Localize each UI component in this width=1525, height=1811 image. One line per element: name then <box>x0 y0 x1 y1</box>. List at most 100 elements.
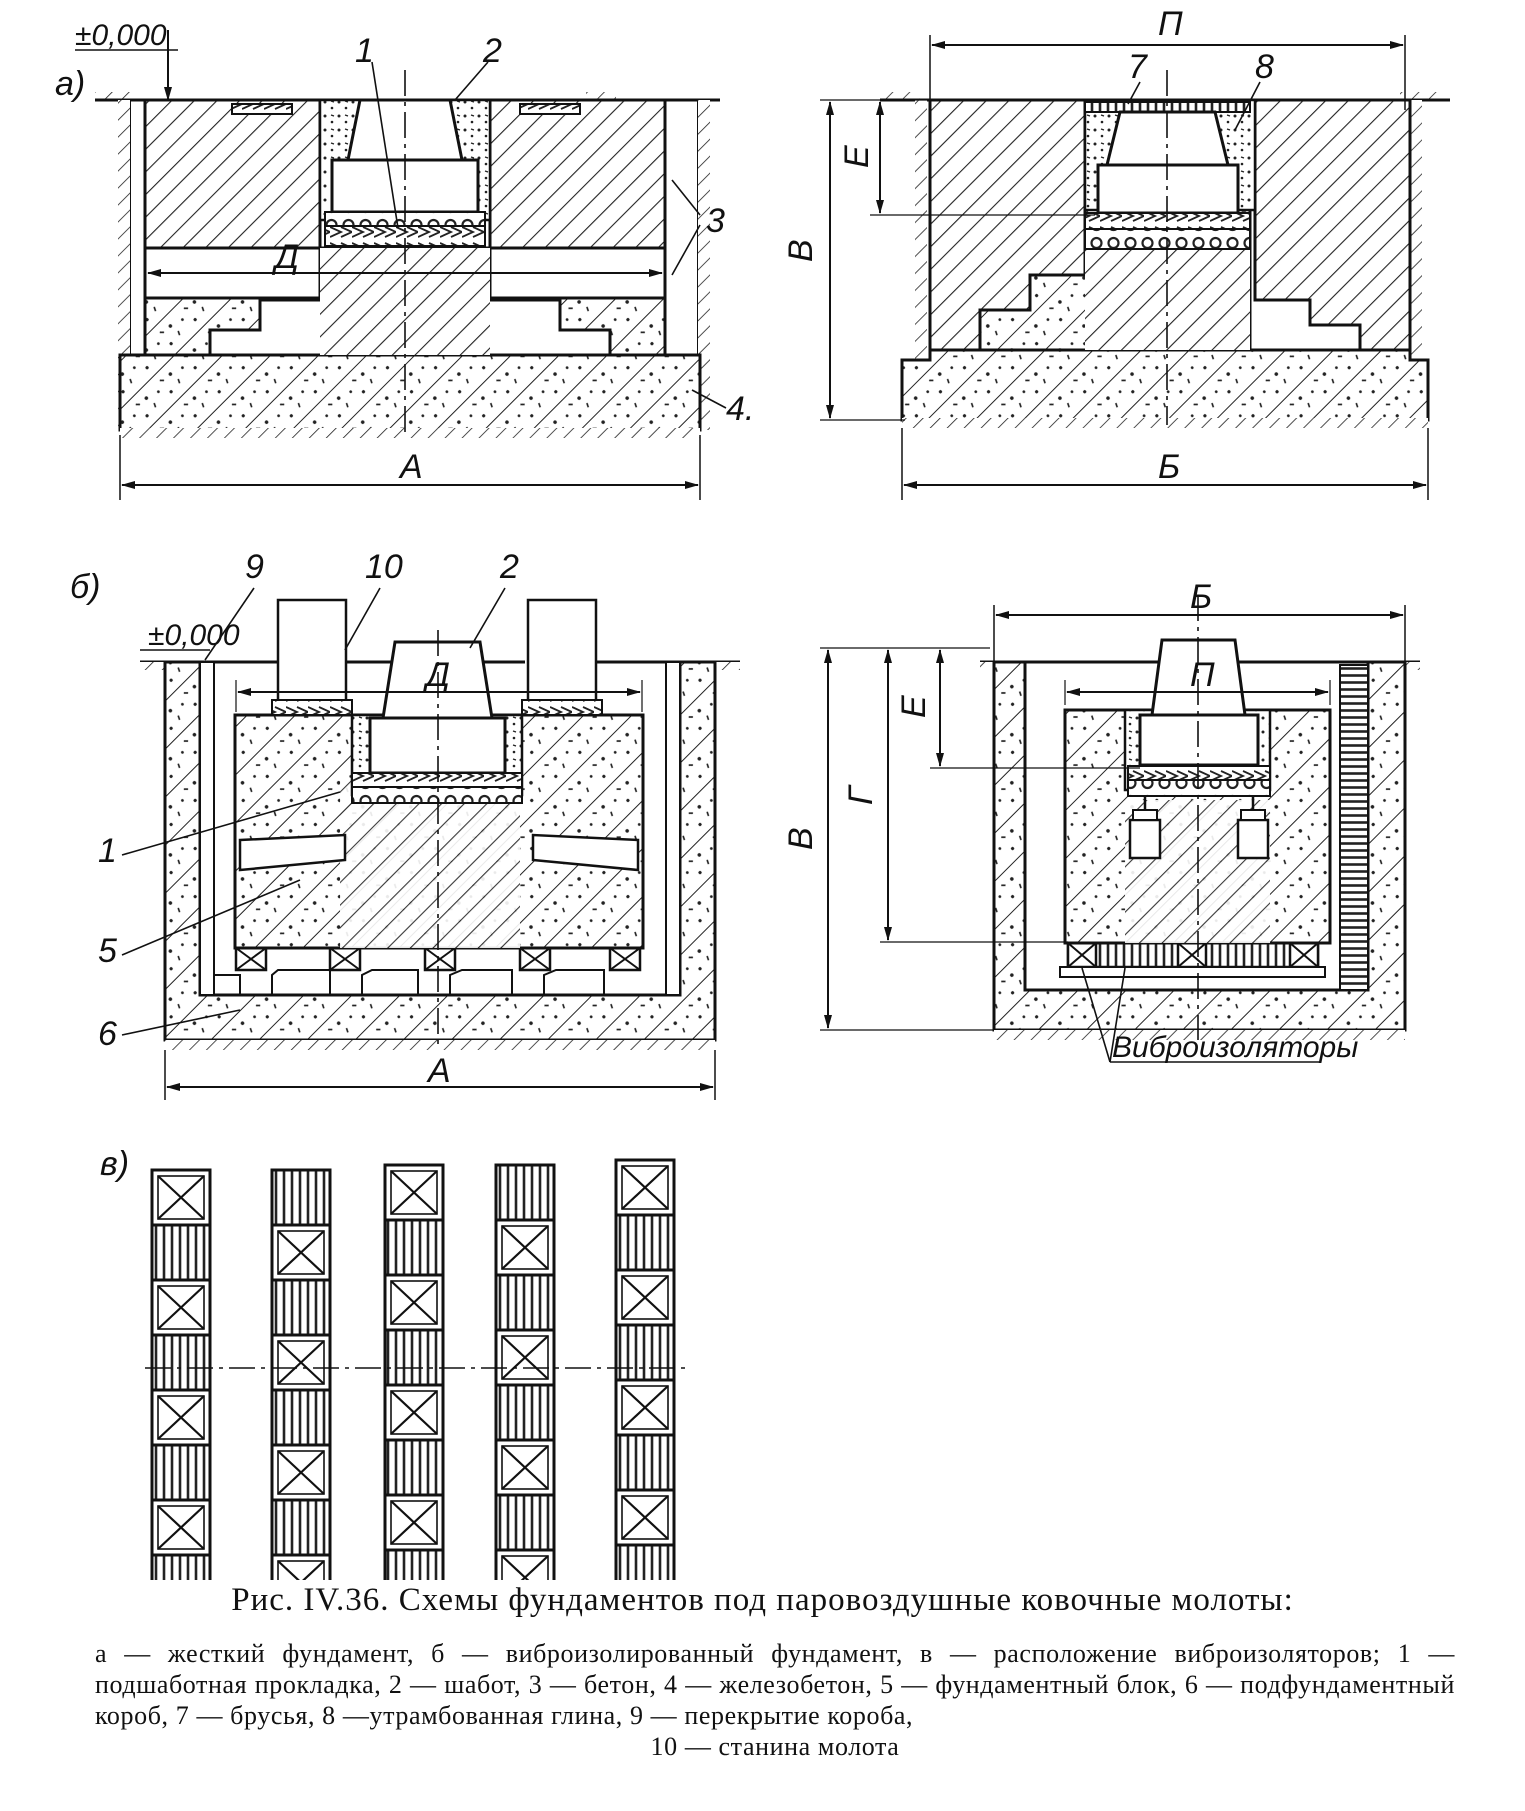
dim-p-b: П <box>1190 656 1215 694</box>
isolator-frame <box>390 1280 438 1325</box>
figure-legend: а — жесткий фундамент, б — виброизолиров… <box>95 1638 1455 1762</box>
timber-cell <box>614 1543 676 1580</box>
isolator-cross <box>390 1170 438 1215</box>
isolator-frame <box>277 1560 325 1580</box>
dim-e-a: Е <box>838 145 876 168</box>
dim-p-a: П <box>1158 5 1183 43</box>
timber-cell <box>494 1383 556 1442</box>
part-6: 6 <box>98 1015 117 1053</box>
panel-v-label: в) <box>100 1145 129 1183</box>
isolator-cross <box>621 1275 669 1320</box>
isolator-frame <box>501 1445 549 1490</box>
dim-b-top: Б <box>1158 448 1180 486</box>
isolator-cross <box>157 1505 205 1550</box>
isolator-cross <box>501 1335 549 1380</box>
dim-v-b: В <box>782 827 820 850</box>
panel-a-right-section <box>820 35 1450 500</box>
isolator-cross <box>277 1450 325 1495</box>
isolator-cross <box>390 1500 438 1545</box>
isolator-frame <box>157 1505 205 1550</box>
part-7: 7 <box>1128 48 1148 86</box>
panel-a-label: а) <box>55 65 85 103</box>
timber-cell <box>150 1553 212 1580</box>
isolator-frame <box>621 1275 669 1320</box>
level-mark-a: ±0,000 <box>75 19 167 52</box>
dim-a-bottom: А <box>426 1052 451 1090</box>
isolator-cell <box>494 1548 556 1580</box>
part-10: 10 <box>365 548 403 586</box>
panel-b-left-section <box>121 587 740 1100</box>
level-mark-b: ±0,000 <box>148 619 240 652</box>
isolator-cross <box>390 1280 438 1325</box>
isolator-frame <box>501 1225 549 1270</box>
isolator-frame <box>390 1500 438 1545</box>
panel-b-label: б) <box>70 568 100 606</box>
isolator-frame <box>277 1230 325 1275</box>
isolator-frame <box>621 1165 669 1210</box>
isolator-cross <box>157 1285 205 1330</box>
timber-cell <box>494 1273 556 1332</box>
isolator-frame <box>157 1395 205 1440</box>
isolator-cross <box>157 1175 205 1220</box>
isolator-cross <box>501 1225 549 1270</box>
isolator-cross <box>157 1395 205 1440</box>
isolator-cross <box>501 1555 549 1580</box>
foundation-diagram: ±0,000 а) 1 2 3 4. Д А П 7 8 В Е Б б) ±0… <box>55 5 1450 1580</box>
part-3: 3 <box>706 202 725 240</box>
part-5: 5 <box>98 932 117 970</box>
part-2-b: 2 <box>499 548 519 586</box>
isolator-frame <box>501 1555 549 1580</box>
legend-last: 10 — станина молота <box>650 1732 900 1761</box>
dim-e-b: Е <box>895 695 933 718</box>
dim-d-b: Д <box>422 656 450 694</box>
timber-cell <box>614 1213 676 1272</box>
timber-cell <box>383 1218 445 1277</box>
isolator-cross <box>501 1445 549 1490</box>
panel-b-right-section <box>820 595 1420 1063</box>
dim-g-b: Г <box>842 784 880 805</box>
timber-cell <box>494 1163 556 1222</box>
isolator-cross <box>277 1230 325 1275</box>
isolator-cross <box>621 1165 669 1210</box>
dim-d-a: Д <box>271 238 299 276</box>
figure-caption: Рис. IV.36. Схемы фундаментов под парово… <box>231 1582 1294 1618</box>
timber-cell <box>270 1498 332 1557</box>
isolator-frame <box>157 1175 205 1220</box>
isolator-frame <box>621 1495 669 1540</box>
isolator-frame <box>390 1390 438 1435</box>
isolator-layout <box>150 1158 676 1580</box>
dim-v-a: В <box>782 239 820 262</box>
isolator-frame <box>390 1170 438 1215</box>
isolator-cross <box>621 1495 669 1540</box>
isolator-cross <box>277 1340 325 1385</box>
isolator-frame <box>277 1450 325 1495</box>
timber-cell <box>383 1548 445 1580</box>
timber-cell <box>494 1493 556 1552</box>
isolators-row <box>234 946 642 972</box>
timber-cell <box>150 1443 212 1502</box>
timber-cell <box>150 1223 212 1282</box>
timber-cell <box>270 1278 332 1337</box>
timber-cell <box>383 1438 445 1497</box>
vibro-isolators-label: Виброизоляторы <box>1112 1031 1358 1064</box>
isolator-cross <box>621 1385 669 1430</box>
timber-cell <box>270 1168 332 1227</box>
isolator-frame <box>501 1335 549 1380</box>
part-8: 8 <box>1255 48 1274 86</box>
isolator-frame <box>277 1340 325 1385</box>
timber-cell <box>150 1333 212 1392</box>
part-9: 9 <box>245 548 264 586</box>
legend-main: а — жесткий фундамент, б — виброизолиров… <box>95 1639 1455 1730</box>
isolator-frame <box>157 1285 205 1330</box>
timber-cell <box>614 1323 676 1382</box>
dim-b-bottom: Б <box>1190 578 1212 616</box>
panel-a-left-section <box>75 30 727 500</box>
isolator-cross <box>277 1560 325 1580</box>
isolator-cell <box>270 1553 332 1580</box>
part-4: 4. <box>726 390 754 428</box>
isolator-frame <box>621 1385 669 1430</box>
part-1-b: 1 <box>98 832 117 870</box>
part-2-a: 2 <box>482 32 502 70</box>
timber-cell <box>614 1433 676 1492</box>
dim-a-top: А <box>398 448 423 486</box>
